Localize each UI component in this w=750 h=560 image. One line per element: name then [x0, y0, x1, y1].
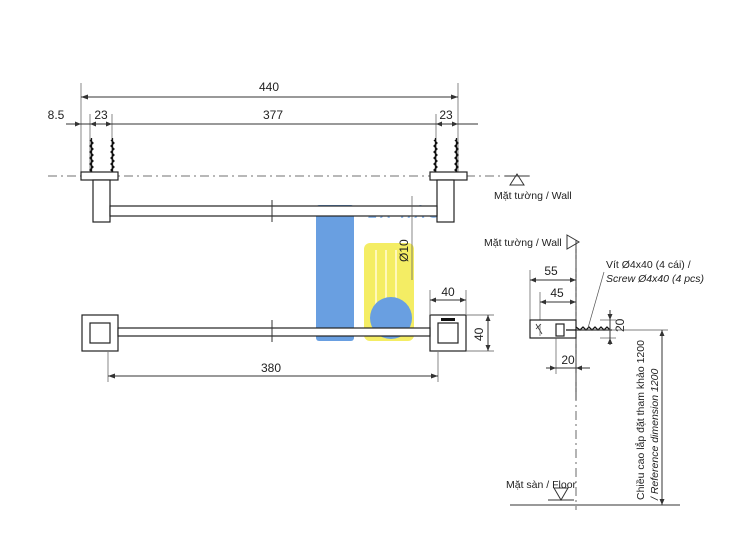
dim-side-20-vertical: 20 — [613, 318, 627, 332]
floor-marker — [553, 487, 569, 501]
dim-total-length: 440 — [259, 80, 279, 94]
wall-marker-side — [566, 234, 580, 250]
screws-left — [89, 138, 115, 174]
dim-bracket-left: 23 — [94, 108, 108, 122]
dim-bracket-right: 23 — [439, 108, 453, 122]
dim-left-offset: 8.5 — [48, 108, 65, 122]
dim-plate-height: 40 — [472, 327, 486, 341]
wall-marker-top — [509, 173, 525, 186]
dim-center-length: 377 — [263, 108, 283, 122]
screws-right — [433, 138, 459, 174]
dim-plate-width: 40 — [441, 285, 455, 299]
watermark-logo: LA HÀO — [316, 205, 440, 341]
label-wall-top: Mặt tường / Wall — [494, 190, 572, 202]
dim-side-45: 45 — [550, 286, 564, 300]
front-view: 40 40 380 — [81, 285, 494, 382]
label-screw-line1: Vít Ø4x40 (4 cái) / — [606, 259, 691, 271]
label-screw-line2: Screw Ø4x40 (4 pcs) — [606, 273, 704, 285]
label-height-line1: Chiều cao lắp đặt tham khảo 1200 — [634, 340, 647, 500]
dim-bottom-length: 380 — [261, 361, 281, 375]
label-height-line2: / Reference dimension 1200 — [649, 369, 661, 501]
side-view: Mặt tường / Wall 55 45 Vít Ø4x40 (4 cái)… — [484, 234, 704, 510]
label-floor: Mặt sàn / Floor — [506, 479, 577, 491]
dim-side-20-horizontal: 20 — [561, 353, 575, 367]
top-view: 440 8.5 23 377 23 Ø10 — [48, 80, 572, 280]
dim-side-55: 55 — [544, 264, 558, 278]
label-wall-side: Mặt tường / Wall — [484, 237, 562, 249]
dim-bar-diameter: Ø10 — [397, 239, 411, 262]
watermark-blue-bar — [316, 205, 354, 341]
